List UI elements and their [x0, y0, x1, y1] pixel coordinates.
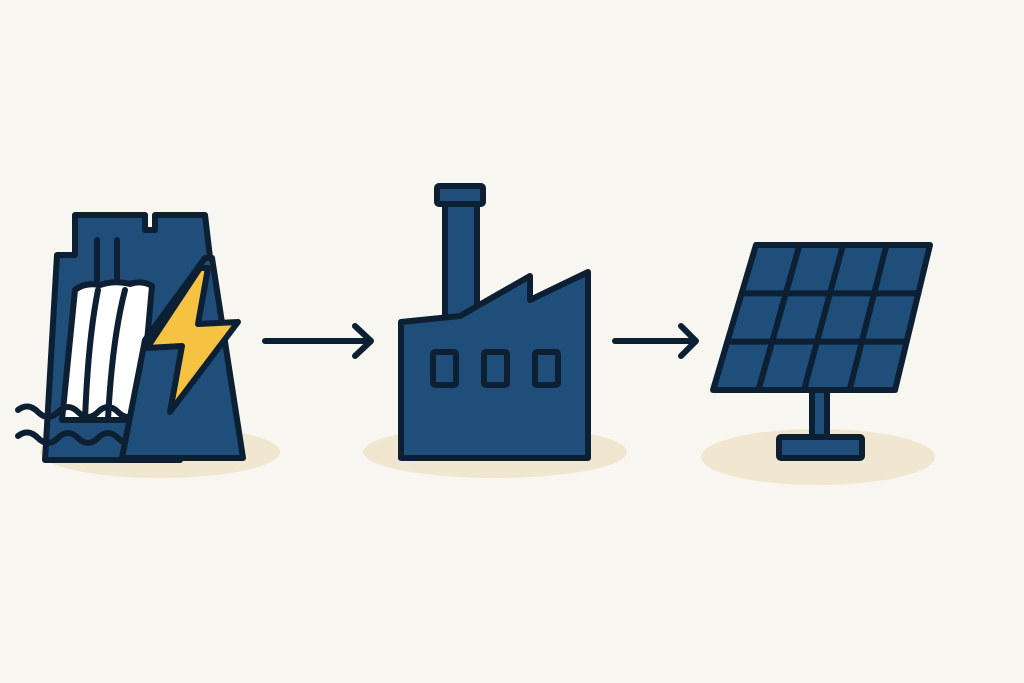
arrow-right-icon	[612, 323, 699, 359]
arrow-right-icon	[262, 323, 374, 359]
hydro-dam-icon	[15, 212, 246, 463]
panel-grid-line	[846, 242, 890, 393]
panel-grid-line	[755, 242, 803, 393]
solar-panel-icon	[710, 242, 933, 461]
factory-icon	[398, 183, 591, 461]
panel-grid-line	[801, 242, 846, 393]
